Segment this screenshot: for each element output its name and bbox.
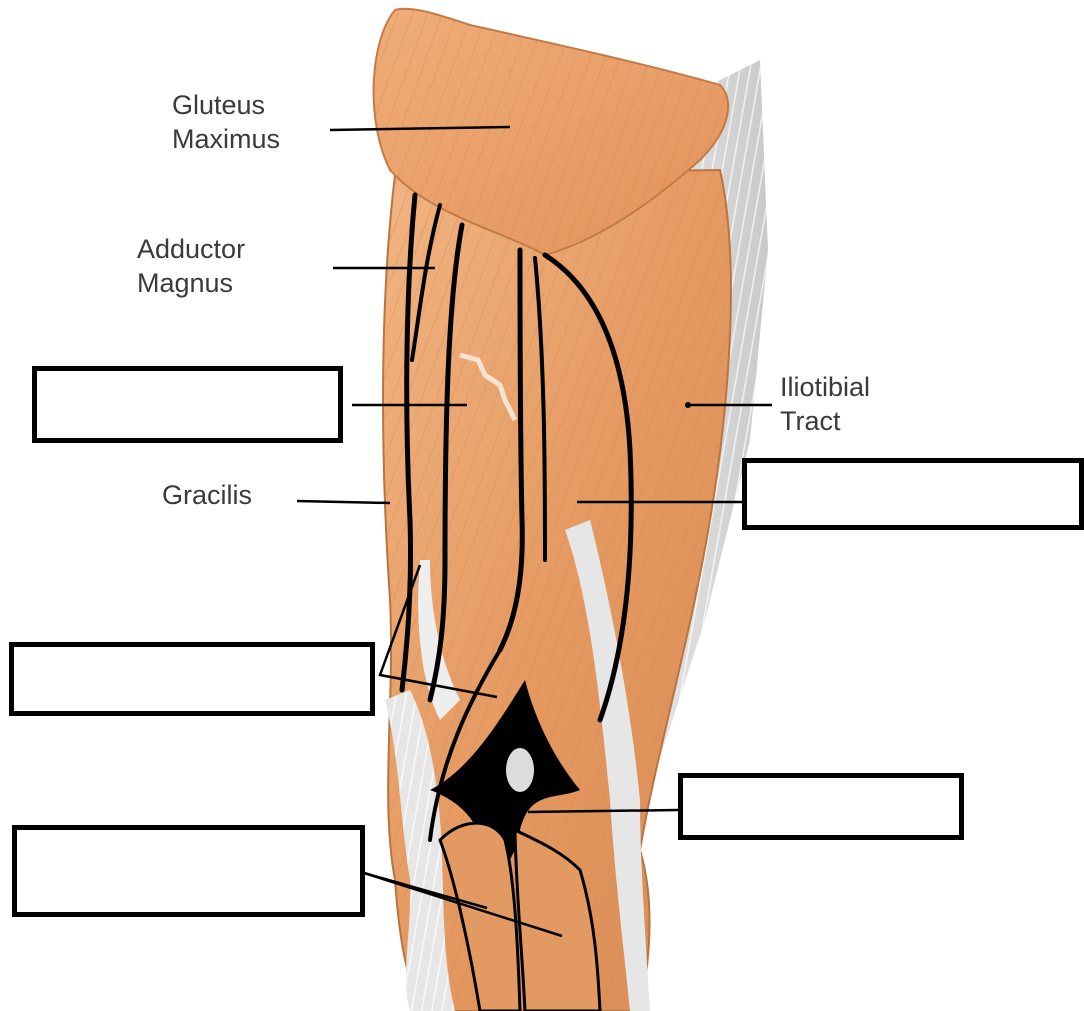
label-gluteus-maximus: Gluteus Maximus bbox=[172, 88, 280, 156]
blank-box-4[interactable] bbox=[678, 773, 964, 840]
blank-box-2[interactable] bbox=[742, 458, 1084, 530]
label-gracilis: Gracilis bbox=[162, 478, 252, 512]
iliotibial-pointer-dot bbox=[685, 402, 691, 408]
blank-box-3[interactable] bbox=[9, 642, 375, 716]
blank-box-1[interactable] bbox=[32, 366, 343, 443]
label-adductor-magnus: Adductor Magnus bbox=[137, 232, 245, 300]
label-iliotibial-tract: Iliotibial Tract bbox=[780, 370, 870, 438]
blank-box-5[interactable] bbox=[12, 825, 365, 917]
